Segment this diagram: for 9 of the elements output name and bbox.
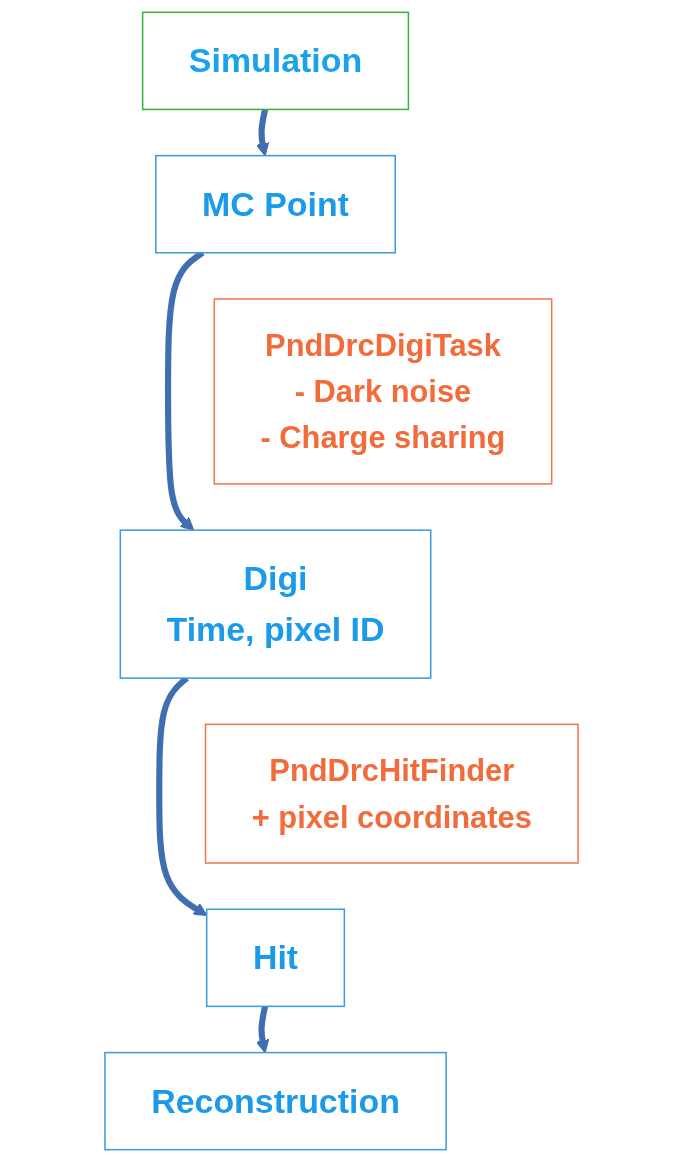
node-box: MC Point	[155, 154, 396, 254]
node-box: PndDrcHitFinder + pixel coordinates	[204, 723, 579, 864]
node-box: Hit	[205, 908, 346, 1008]
node-box: Reconstruction	[104, 1051, 447, 1151]
node-box: Simulation	[141, 11, 410, 111]
arrow	[255, 1005, 270, 1054]
node-box: Digi Time, pixel ID	[119, 529, 432, 679]
arrow	[255, 108, 270, 157]
node-box: PndDrcDigiTask - Dark noise - Charge sharing	[213, 298, 553, 485]
